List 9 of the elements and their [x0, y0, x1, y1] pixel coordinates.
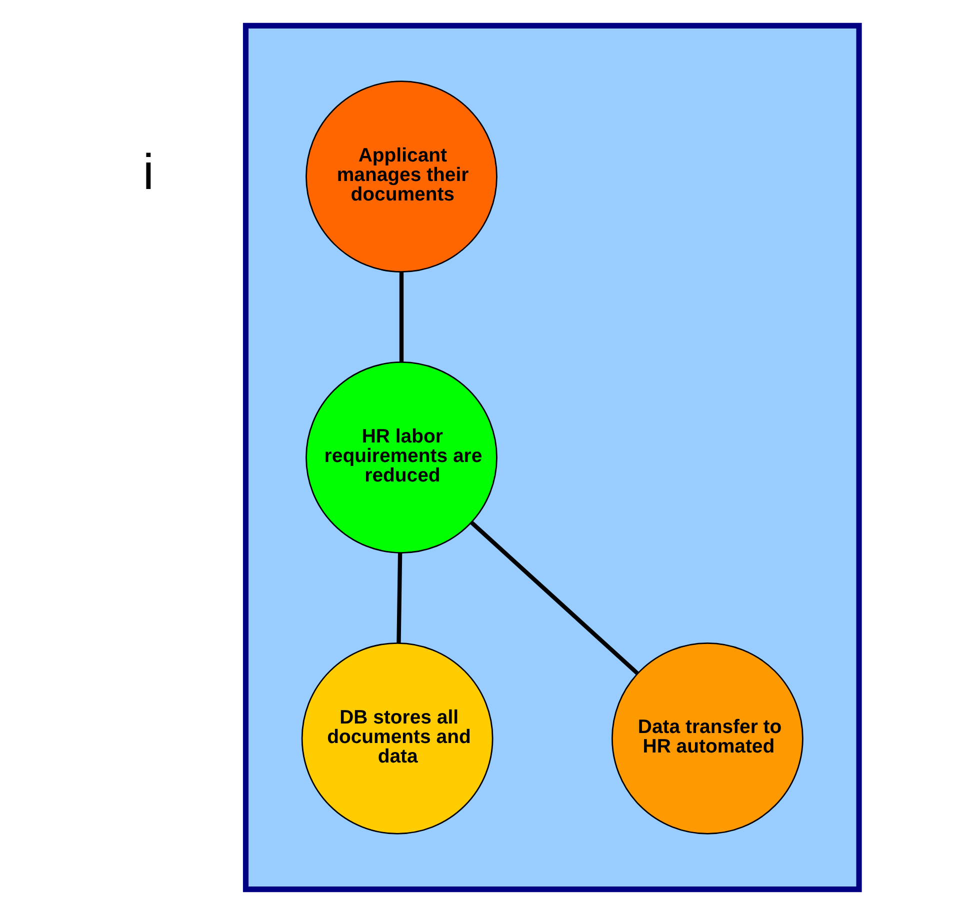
cluster [242, 22, 862, 892]
connector [398, 272, 404, 362]
node-circle: DB stores all documents and data [300, 642, 493, 834]
node-circle: Data transfer to HR automated [610, 642, 803, 834]
connector [469, 520, 638, 674]
label: i [142, 143, 154, 200]
node-circle: HR labor requirements are reduced [305, 361, 497, 553]
node-circle: Applicant manages their documents [305, 80, 497, 272]
connector [396, 552, 402, 642]
